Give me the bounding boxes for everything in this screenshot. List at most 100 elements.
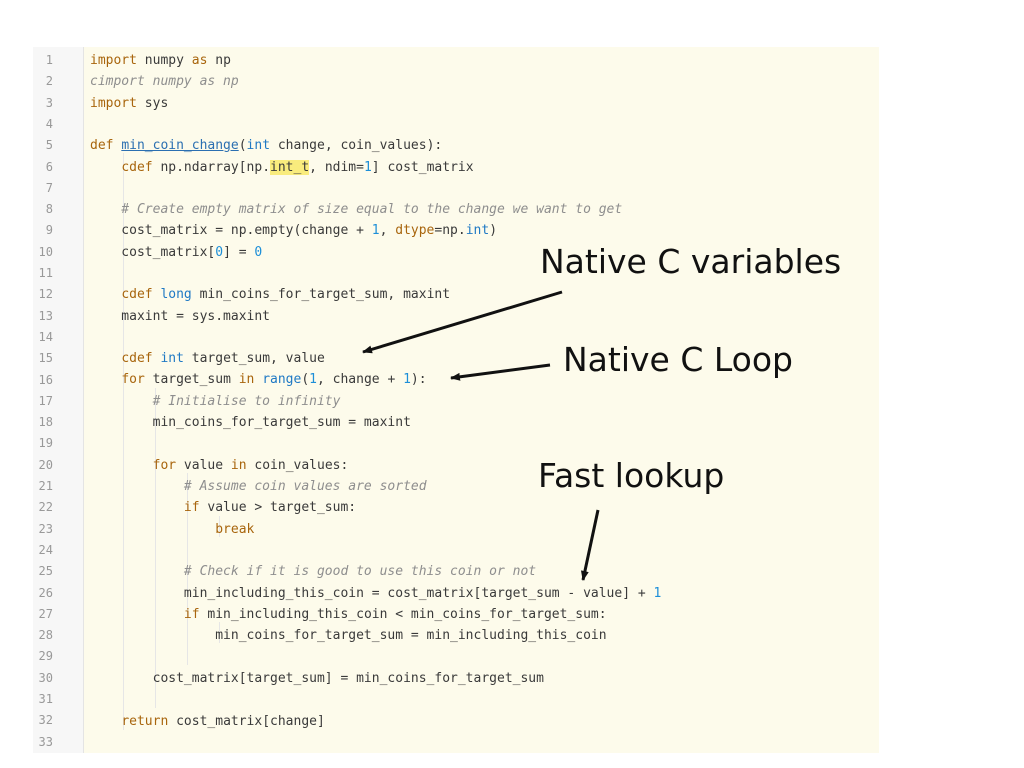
indent-guide — [123, 153, 124, 730]
token-number: 1 — [309, 372, 317, 387]
line-number: 14 — [38, 329, 53, 344]
token: ) — [489, 223, 498, 238]
line-number: 2 — [45, 74, 53, 89]
code-line-8: # Create empty matrix of size equal to t… — [90, 199, 622, 220]
token: min_including_this_coin = cost_matrix[ta… — [90, 586, 654, 601]
token-keyword-arg: dtype — [395, 223, 435, 238]
code-line-32: return cost_matrix[change] — [90, 711, 325, 732]
token: ( — [301, 372, 310, 387]
code-line-28: min_coins_for_target_sum = min_including… — [90, 625, 607, 646]
code-line-6: cdef np.ndarray[np.int_t, ndim=1] cost_m… — [90, 157, 474, 178]
line-number: 22 — [38, 500, 53, 515]
token-comment: # Initialise to infinity — [90, 394, 341, 409]
line-number: 19 — [38, 436, 53, 451]
token-number: 0 — [254, 245, 263, 260]
token: sys — [136, 96, 169, 111]
annotation-native-c-loop: Native C Loop — [563, 340, 794, 379]
token: ] cost_matrix — [371, 160, 474, 175]
token: np — [207, 53, 231, 68]
line-number: 15 — [38, 351, 53, 366]
line-number: 27 — [38, 606, 53, 621]
token-keyword: if — [183, 500, 200, 515]
token-comment: cimport numpy as np — [90, 74, 239, 89]
code-line-2: cimport numpy as np — [90, 71, 239, 92]
code-line-13: maxint = sys.maxint — [90, 306, 270, 327]
token-highlighted: int_t — [270, 160, 310, 175]
token: target_sum — [144, 372, 239, 387]
line-number: 28 — [38, 628, 53, 643]
token: , change + — [317, 372, 404, 387]
indent-guide — [187, 473, 188, 665]
line-number: 26 — [38, 585, 53, 600]
token: change, coin_values): — [270, 138, 443, 153]
token: value > target_sum: — [199, 500, 357, 515]
token-keyword: for — [121, 372, 145, 387]
token: min_coins_for_target_sum = min_including… — [90, 628, 607, 643]
token-function-name: min_coin_change — [121, 138, 239, 153]
code-line-25: # Check if it is good to use this coin o… — [90, 561, 536, 582]
annotation-fast-lookup: Fast lookup — [538, 456, 725, 495]
token-keyword: return — [121, 714, 169, 729]
line-number: 20 — [38, 457, 53, 472]
token: ( — [238, 138, 247, 153]
token: , ndim= — [309, 160, 364, 175]
token-type: int — [465, 223, 490, 238]
token: min_including_this_coin < min_coins_for_… — [199, 607, 607, 622]
token: maxint = sys.maxint — [90, 309, 271, 324]
line-number: 13 — [38, 308, 53, 323]
line-number: 6 — [45, 159, 53, 174]
token: cost_matrix = np.empty(change + — [90, 223, 372, 238]
line-number: 12 — [38, 287, 53, 302]
token-keyword: if — [183, 607, 200, 622]
code-line-16: for target_sum in range(1, change + 1): — [90, 369, 427, 390]
indent-guide — [219, 622, 220, 643]
token-keyword: in — [238, 372, 255, 387]
arrow-to-for-loop — [450, 363, 551, 381]
line-number: 10 — [38, 244, 53, 259]
token-number: 1 — [371, 223, 380, 238]
token-builtin: range — [262, 372, 302, 387]
code-line-18: min_coins_for_target_sum = maxint — [90, 412, 411, 433]
arrow-to-cdef-int — [362, 290, 563, 354]
token-number: 1 — [653, 586, 662, 601]
code-line-21: # Assume coin values are sorted — [90, 476, 427, 497]
line-number: 18 — [38, 415, 53, 430]
gutter-separator — [83, 47, 84, 753]
code-line-10: cost_matrix[0] = 0 — [90, 242, 262, 263]
token-number: 0 — [215, 245, 224, 260]
line-number: 3 — [45, 95, 53, 110]
code-line-22: if value > target_sum: — [90, 497, 356, 518]
code-line-17: # Initialise to infinity — [90, 391, 341, 412]
line-number: 29 — [38, 649, 53, 664]
line-number: 24 — [38, 542, 53, 557]
token-comment: # Check if it is good to use this coin o… — [90, 564, 537, 579]
token: ): — [410, 372, 427, 387]
code-line-26: min_including_this_coin = cost_matrix[ta… — [90, 583, 661, 604]
token: cost_matrix[target_sum] = min_coins_for_… — [90, 671, 544, 686]
line-number-gutter — [33, 47, 83, 753]
code-line-27: if min_including_this_coin < min_coins_f… — [90, 604, 607, 625]
token-keyword: cdef — [121, 160, 153, 175]
token: coin_values: — [246, 458, 349, 473]
token: ] = — [223, 245, 255, 260]
code-line-20: for value in coin_values: — [90, 455, 349, 476]
token-keyword: break — [215, 522, 255, 537]
code-line-3: import sys — [90, 93, 168, 114]
line-number: 32 — [38, 713, 53, 728]
code-line-9: cost_matrix = np.empty(change + 1, dtype… — [90, 220, 497, 241]
token-keyword: for — [152, 458, 177, 473]
token-keyword: def — [90, 138, 114, 153]
line-number: 5 — [45, 138, 53, 153]
code-line-30: cost_matrix[target_sum] = min_coins_for_… — [90, 668, 544, 689]
line-number: 7 — [45, 180, 53, 195]
line-number: 33 — [38, 734, 53, 749]
code-line-15: cdef int target_sum, value — [90, 348, 325, 369]
indent-guide — [155, 388, 156, 708]
line-number: 21 — [38, 479, 53, 493]
line-number: 16 — [38, 372, 53, 387]
annotation-native-c-variables: Native C variables — [540, 242, 842, 281]
token-keyword: import — [90, 96, 137, 111]
token: value — [176, 458, 231, 473]
